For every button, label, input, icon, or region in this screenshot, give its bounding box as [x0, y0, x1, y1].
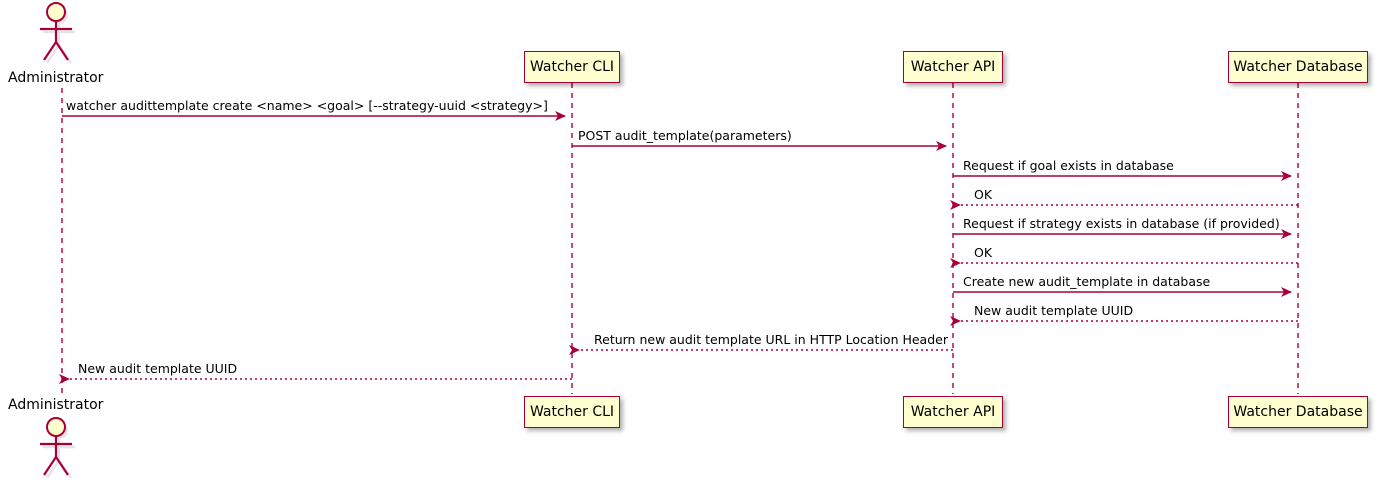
lifelines [61, 83, 1299, 398]
actor-head-icon [46, 417, 66, 437]
actor-head-icon [46, 2, 66, 22]
participant-box-watcher-cli-bottom[interactable]: Watcher CLI [524, 396, 620, 428]
actor-administrator-top [40, 2, 75, 64]
message-label-10: New audit template UUID [78, 361, 238, 376]
message-label-7: Create new audit_template in database [963, 274, 1211, 289]
participant-label: Watcher Database [1233, 404, 1363, 420]
message-label-4: OK [974, 187, 993, 202]
message-label-6: OK [974, 245, 993, 260]
participant-label: Watcher API [910, 59, 996, 75]
participant-box-watcher-database-top[interactable]: Watcher Database [1228, 51, 1368, 83]
participant-label: Watcher CLI [529, 59, 615, 75]
participant-box-watcher-database-bottom[interactable]: Watcher Database [1228, 396, 1368, 428]
participant-label: Watcher API [910, 404, 996, 420]
message-arrows [59, 111, 1298, 384]
participant-box-watcher-api-top[interactable]: Watcher API [903, 51, 1003, 83]
actor-label-administrator-bottom: Administrator [8, 397, 104, 413]
actor-administrator-bottom [40, 417, 75, 479]
message-label-9: Return new audit template URL in HTTP Lo… [594, 332, 948, 347]
participant-box-watcher-cli-top[interactable]: Watcher CLI [524, 51, 620, 83]
message-label-3: Request if goal exists in database [963, 158, 1174, 173]
message-label-8: New audit template UUID [974, 303, 1134, 318]
message-label-1: watcher audittemplate create <name> <goa… [66, 98, 548, 113]
participant-box-watcher-api-bottom[interactable]: Watcher API [903, 396, 1003, 428]
message-label-2: POST audit_template(parameters) [578, 128, 792, 143]
participant-label: Watcher CLI [529, 404, 615, 420]
actor-label-administrator-top: Administrator [8, 70, 104, 86]
message-label-5: Request if strategy exists in database (… [963, 216, 1280, 231]
participant-label: Watcher Database [1233, 59, 1363, 75]
